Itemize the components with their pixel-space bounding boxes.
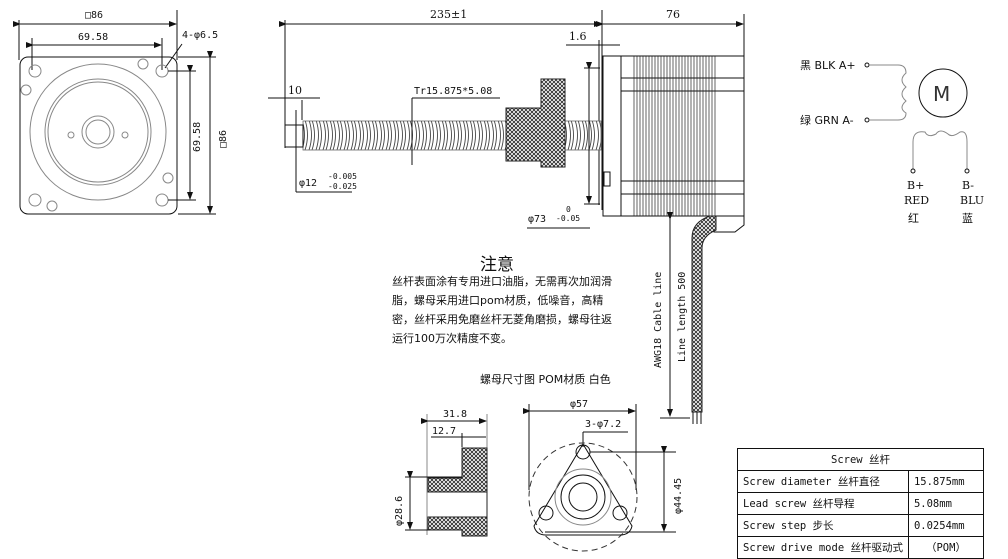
spec-label: Screw step 步长	[737, 514, 909, 537]
spec-value: 5.08mm	[907, 492, 984, 515]
nut-body-diameter-label: φ28.6	[394, 496, 405, 526]
nut-caption: 螺母尺寸图 POM材质 白色	[480, 373, 611, 386]
thread-spec-label: Tr15.875*5.08	[414, 86, 492, 97]
note-body: 丝杆表面涂有专用进口油脂，无需再次加润滑脂，螺母采用进口pom材质，低噪音，高精…	[392, 275, 612, 345]
wire-b-minus-label: B-	[962, 179, 974, 192]
motor-body	[602, 55, 745, 217]
nut-hole-circle-label: φ44.45	[673, 478, 684, 514]
holes-label: 4-φ6.5	[182, 30, 218, 41]
nut-front-view: φ57 3-φ7.2 φ44.45	[523, 399, 684, 552]
note-title: 注意	[480, 255, 514, 275]
spec-header: Screw 丝杆	[737, 448, 984, 471]
wire-b-plus-cn: 红	[908, 212, 919, 225]
nut-length-label: 31.8	[443, 409, 467, 420]
vertical-outer-label: □86	[218, 130, 229, 148]
screw-nut	[505, 78, 566, 168]
end-length-label: 10	[288, 84, 302, 97]
spec-value: 0.0254mm	[907, 514, 984, 537]
side-view: 235±1 76 1.6 10 φ12 -0.005 -0.025 Tr15.8…	[268, 8, 745, 424]
motor-length-label: 76	[666, 8, 680, 21]
end-diameter-label: φ12	[299, 178, 317, 189]
wiring-diagram: 黑 BLK A+ 绿 GRN A- M B+ RED 红 B- BLU 蓝	[800, 59, 984, 225]
cable-gauge-label: AWG18 Cable line	[653, 272, 664, 368]
spec-header-row: Screw 丝杆	[737, 448, 984, 471]
wire-a-minus-label: 绿 GRN A-	[800, 113, 854, 127]
nut-flange-length-label: 12.7	[432, 426, 456, 437]
cable	[691, 215, 717, 413]
front-view: □86 69.58 4-φ6.5 69.58 □86	[13, 10, 229, 215]
motor-symbol	[918, 68, 968, 118]
spec-value: 15.875mm	[907, 470, 984, 493]
svg-text:0: 0	[566, 205, 571, 214]
nut-section	[427, 447, 488, 537]
motor-symbol-label: M	[933, 82, 950, 106]
spec-table: Screw 丝杆 Screw diameter 丝杆直径 15.875mm Le…	[737, 448, 984, 559]
nut-holes-label: 3-φ7.2	[585, 419, 621, 430]
nut-side-view: 31.8 12.7 φ28.6	[394, 409, 488, 537]
flange-thickness-label: 1.6	[569, 30, 587, 43]
spec-label: Screw diameter 丝杆直径	[737, 470, 909, 493]
spec-value: （POM）	[907, 536, 984, 559]
wire-b-minus-cn: 蓝	[962, 212, 973, 225]
outer-square-label: □86	[85, 10, 103, 21]
nut-flange-diameter-label: φ57	[570, 399, 588, 410]
cable-length-label: Line length 500	[677, 272, 688, 362]
wire-a-plus-label: 黑 BLK A+	[800, 59, 856, 72]
spec-label: Screw drive mode 丝杆驱动式	[737, 536, 909, 559]
svg-text:-0.025: -0.025	[328, 182, 357, 191]
total-length-label: 235±1	[430, 8, 467, 21]
table-row: Screw step 步长 0.0254mm	[737, 514, 984, 537]
table-row: Screw diameter 丝杆直径 15.875mm	[737, 470, 984, 493]
vertical-spacing-label: 69.58	[192, 122, 203, 152]
hole-spacing-label: 69.58	[78, 32, 108, 43]
table-row: Lead screw 丝杆导程 5.08mm	[737, 492, 984, 515]
table-row: Screw drive mode 丝杆驱动式 （POM）	[737, 536, 984, 559]
svg-text:-0.05: -0.05	[556, 214, 580, 223]
wire-b-plus-label: B+	[907, 179, 924, 192]
wire-b-minus-color: BLU	[960, 194, 984, 207]
spec-label: Lead screw 丝杆导程	[737, 492, 909, 515]
svg-text:-0.005: -0.005	[328, 172, 357, 181]
boss-diameter-label: φ73	[528, 214, 546, 225]
wire-b-plus-color: RED	[904, 194, 929, 207]
